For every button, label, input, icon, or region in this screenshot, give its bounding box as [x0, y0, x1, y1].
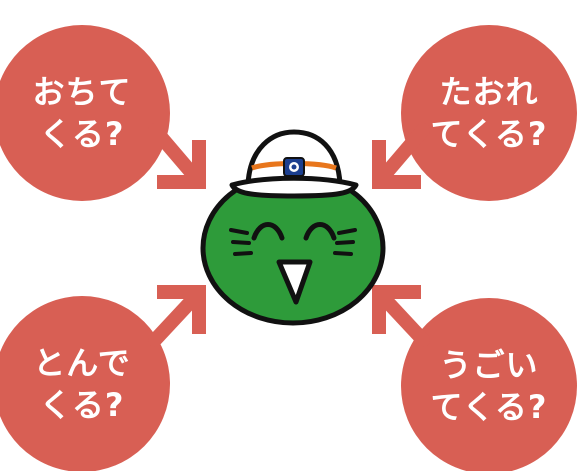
bubble-toppling-line1: たおれ [439, 73, 539, 111]
bubble-moving-line1: うごい [439, 346, 539, 384]
left-eye-icon [251, 222, 285, 241]
right-eye-icon [303, 222, 337, 241]
arrow-bottom-left-icon [148, 289, 203, 347]
arrow-top-left-icon [148, 123, 203, 185]
mascot-icon [200, 129, 386, 326]
arrow-bottom-left-head-icon [157, 285, 206, 334]
arrow-bottom-right-icon [375, 289, 430, 347]
bubble-falling-line2: くる? [39, 115, 125, 153]
beak-icon [276, 259, 313, 305]
arrow-bottom-right-head-icon [372, 285, 421, 334]
arrow-top-right-head-icon [372, 140, 421, 189]
hard-hat-icon [229, 129, 359, 199]
arrow-top-right-icon [375, 123, 430, 185]
bubble-toppling-line2: てくる? [430, 115, 548, 153]
bubble-falling-line1: おちて [32, 73, 132, 111]
cheek-lines-icon [229, 228, 357, 256]
bubble-toppling: たおれ てくる? [401, 25, 577, 201]
arrow-icons [148, 123, 430, 347]
bubble-falling: おちて くる? [0, 25, 170, 201]
bubble-moving: うごい てくる? [401, 298, 577, 471]
bubble-flying-line2: くる? [39, 386, 125, 424]
bubble-moving-line2: てくる? [430, 388, 548, 426]
arrow-top-left-head-icon [157, 140, 206, 189]
bubble-flying: とんで くる? [0, 296, 170, 471]
bubble-flying-line1: とんで [33, 344, 131, 382]
